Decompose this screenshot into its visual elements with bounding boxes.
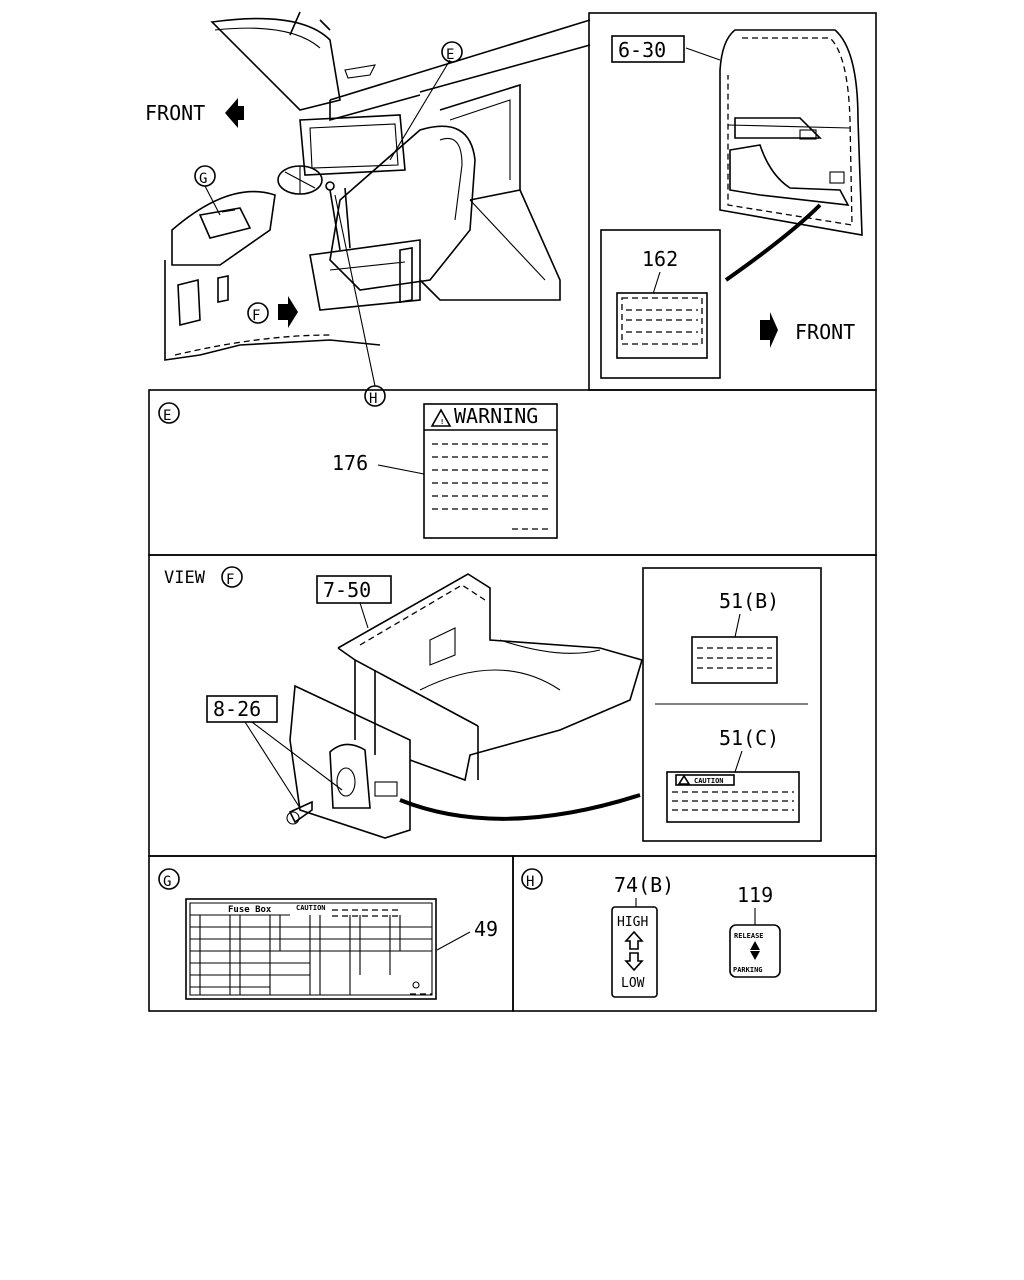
label-parking: PARKING xyxy=(733,966,763,974)
callout-f: F xyxy=(252,308,260,324)
callout-g: G xyxy=(199,171,207,187)
ref-7-50: 7-50 xyxy=(323,578,371,602)
caution-51c: CAUTION xyxy=(694,777,724,785)
front-label-door: FRONT xyxy=(795,320,855,344)
label-51c xyxy=(666,771,800,823)
part-49: 49 xyxy=(474,917,498,941)
panel-h-tag: H xyxy=(526,874,534,890)
svg-text:!: ! xyxy=(440,418,444,426)
cab-interior-view xyxy=(164,11,591,407)
label-high: HIGH xyxy=(617,915,648,930)
fuse-caution: CAUTION xyxy=(296,904,326,912)
label-release: RELEASE xyxy=(734,932,764,940)
panel-g-tag: G xyxy=(163,874,171,890)
fuse-box-title: Fuse Box xyxy=(228,905,272,915)
warning-title: WARNING xyxy=(454,404,538,428)
ref-6-30: 6-30 xyxy=(618,38,666,62)
part-74b: 74(B) xyxy=(614,873,674,897)
part-51b: 51(B) xyxy=(719,589,779,613)
ref-box-6-30 xyxy=(611,35,685,63)
ref-box-7-50 xyxy=(316,575,392,604)
panel-h-frame xyxy=(512,855,877,1012)
panel-f-tag: F xyxy=(226,572,234,588)
label-119 xyxy=(729,924,781,978)
front-label-cab: FRONT xyxy=(145,101,205,125)
door-label-frame xyxy=(600,229,721,379)
view-f-label: VIEW xyxy=(164,568,206,588)
floor-assembly-drawing xyxy=(286,573,643,839)
part-51c: 51(C) xyxy=(719,726,779,750)
warning-label-176: ! xyxy=(423,403,558,539)
part-119: 119 xyxy=(737,883,773,907)
label-51b xyxy=(691,636,778,684)
label-74b xyxy=(611,906,658,998)
panel-e-tag: E xyxy=(163,408,171,424)
callout-e: E xyxy=(446,47,454,63)
part-162: 162 xyxy=(642,247,678,271)
label-162 xyxy=(616,292,708,359)
label-low: LOW xyxy=(621,976,645,991)
panel-f-labels-frame xyxy=(642,567,822,842)
part-176: 176 xyxy=(332,451,368,475)
callout-h: H xyxy=(369,391,377,407)
ref-box-8-26 xyxy=(206,695,278,723)
ref-8-26: 8-26 xyxy=(213,697,261,721)
front-arrow-door xyxy=(760,312,778,348)
fuse-box-label xyxy=(185,898,437,1000)
door-drawing xyxy=(719,29,863,282)
